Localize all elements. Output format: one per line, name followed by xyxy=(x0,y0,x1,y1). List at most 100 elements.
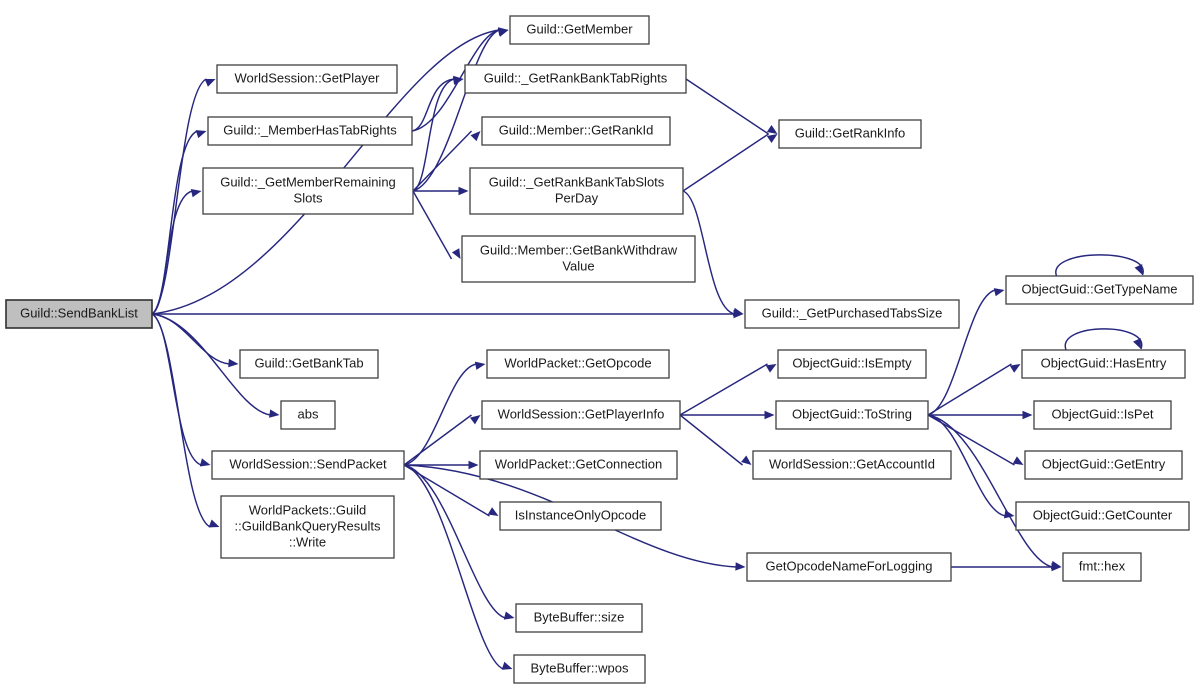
node-bytebuffersize[interactable]: ByteBuffer::size xyxy=(515,603,643,633)
node-label-getopcode: WorldPacket::GetOpcode xyxy=(504,355,651,370)
node-box-sendpacket[interactable] xyxy=(211,450,405,480)
node-isempty[interactable]: ObjectGuid::IsEmpty xyxy=(777,349,927,379)
node-getplayer[interactable]: WorldSession::GetPlayer xyxy=(216,64,398,94)
node-box-gettypename[interactable] xyxy=(1005,275,1194,305)
node-box-getpurchasedtabssize[interactable] xyxy=(744,299,960,329)
node-getpurchasedtabssize[interactable]: Guild::_GetPurchasedTabsSize xyxy=(744,299,960,329)
node-box-getmember[interactable] xyxy=(509,15,650,45)
node-label-getbanktab: Guild::GetBankTab xyxy=(254,355,363,370)
node-box-getplayer[interactable] xyxy=(216,64,398,94)
node-box-isempty[interactable] xyxy=(777,349,927,379)
node-hasentry[interactable]: ObjectGuid::HasEntry xyxy=(1021,349,1186,379)
node-isinstanceonlyopcode[interactable]: IsInstanceOnlyOpcode xyxy=(499,501,662,531)
node-label-memberhastabrights: Guild::_MemberHasTabRights xyxy=(223,122,397,137)
node-box-getmemberremainingslots[interactable] xyxy=(202,167,414,215)
edge-getrankbanktabslotsperday-to-getrankinfo xyxy=(682,133,778,192)
node-label-ispet: ObjectGuid::IsPet xyxy=(1052,406,1154,421)
node-label-bytebufferwpos: ByteBuffer::wpos xyxy=(530,660,629,675)
node-getbanktab[interactable]: Guild::GetBankTab xyxy=(239,349,379,379)
node-box-getbanktab[interactable] xyxy=(239,349,379,379)
node-sendbanklist[interactable]: Guild::SendBankList xyxy=(5,299,153,329)
node-getrankbanktabrights[interactable]: Guild::_GetRankBankTabRights xyxy=(464,64,687,94)
node-box-ispet[interactable] xyxy=(1033,400,1172,430)
node-getplayerinfo[interactable]: WorldSession::GetPlayerInfo xyxy=(481,400,681,430)
edge-sendbanklist-to-guildbankqueryresultswrite xyxy=(151,313,220,528)
node-box-getopcode[interactable] xyxy=(486,349,670,379)
edge-sendbanklist-to-getpurchasedtabssize xyxy=(152,309,744,319)
node-box-bytebufferwpos[interactable] xyxy=(513,654,646,684)
edge-sendpacket-to-getplayerinfo xyxy=(403,414,481,466)
node-box-getcounter[interactable] xyxy=(1015,501,1190,531)
node-box-getrankid[interactable] xyxy=(481,116,671,146)
node-gettypename[interactable]: ObjectGuid::GetTypeName xyxy=(1005,275,1194,305)
edge-sendpacket-to-bytebuffersize xyxy=(403,464,515,620)
node-getaccountid[interactable]: WorldSession::GetAccountId xyxy=(752,450,952,480)
node-getopcodenameforlogging[interactable]: GetOpcodeNameForLogging xyxy=(746,552,952,582)
node-getconnection[interactable]: WorldPacket::GetConnection xyxy=(479,450,678,480)
node-label-sendpacket: WorldSession::SendPacket xyxy=(229,456,387,471)
node-label-getplayerinfo: WorldSession::GetPlayerInfo xyxy=(498,406,665,421)
node-box-guildbankqueryresultswrite[interactable] xyxy=(220,495,395,559)
node-getmember[interactable]: Guild::GetMember xyxy=(509,15,650,45)
node-label-getrankid: Guild::Member::GetRankId xyxy=(499,122,654,137)
node-box-sendbanklist[interactable] xyxy=(5,299,153,329)
node-label-getbankwithdrawvalue: Guild::Member::GetBankWithdraw xyxy=(480,242,678,257)
node-bytebufferwpos[interactable]: ByteBuffer::wpos xyxy=(513,654,646,684)
node-box-getaccountid[interactable] xyxy=(752,450,952,480)
node-box-fmthex[interactable] xyxy=(1062,552,1142,582)
node-label-hasentry: ObjectGuid::HasEntry xyxy=(1041,355,1167,370)
node-guildbankqueryresultswrite[interactable]: WorldPackets::Guild::GuildBankQueryResul… xyxy=(220,495,395,559)
node-label-getmember: Guild::GetMember xyxy=(526,21,633,36)
node-ispet[interactable]: ObjectGuid::IsPet xyxy=(1033,400,1172,430)
edge-tostring-to-gettypename xyxy=(927,288,1005,416)
edge-sendbanklist-to-memberhastabrights xyxy=(151,130,207,315)
edge-sendbanklist-to-getmemberremainingslots xyxy=(151,189,202,315)
node-box-abs[interactable] xyxy=(280,400,336,430)
node-box-bytebuffersize[interactable] xyxy=(515,603,643,633)
node-layer: Guild::SendBankList Guild::GetMemberWorld… xyxy=(5,15,1194,684)
edge-gettypename-to-gettypename xyxy=(1055,254,1144,277)
node-box-memberhastabrights[interactable] xyxy=(207,116,413,146)
node-sendpacket[interactable]: WorldSession::SendPacket xyxy=(211,450,405,480)
node-box-getrankinfo[interactable] xyxy=(778,119,922,149)
node-tostring[interactable]: ObjectGuid::ToString xyxy=(775,400,929,430)
node-label-getentry: ObjectGuid::GetEntry xyxy=(1042,456,1166,471)
node-label-getrankbanktabslotsperday: PerDay xyxy=(555,190,599,205)
edge-getrankbanktabrights-to-getrankinfo xyxy=(685,78,778,135)
edge-getrankbanktabslotsperday-to-getpurchasedtabssize xyxy=(682,190,744,316)
edge-getplayerinfo-to-tostring xyxy=(680,410,775,420)
node-box-hasentry[interactable] xyxy=(1021,349,1186,379)
node-fmthex[interactable]: fmt::hex xyxy=(1062,552,1142,582)
node-box-tostring[interactable] xyxy=(775,400,929,430)
node-box-getplayerinfo[interactable] xyxy=(481,400,681,430)
node-getentry[interactable]: ObjectGuid::GetEntry xyxy=(1024,450,1183,480)
node-box-isinstanceonlyopcode[interactable] xyxy=(499,501,662,531)
node-getrankinfo[interactable]: Guild::GetRankInfo xyxy=(778,119,922,149)
node-label-getmemberremainingslots: Guild::_GetMemberRemaining xyxy=(220,174,396,189)
node-getopcode[interactable]: WorldPacket::GetOpcode xyxy=(486,349,670,379)
node-label-guildbankqueryresultswrite: WorldPackets::Guild xyxy=(249,502,367,517)
node-box-getconnection[interactable] xyxy=(479,450,678,480)
node-label-getaccountid: WorldSession::GetAccountId xyxy=(769,456,935,471)
edge-tostring-to-ispet xyxy=(928,410,1033,420)
node-abs[interactable]: abs xyxy=(280,400,336,430)
edge-getmemberremainingslots-to-getrankid xyxy=(412,130,481,192)
node-memberhastabrights[interactable]: Guild::_MemberHasTabRights xyxy=(207,116,413,146)
node-getrankid[interactable]: Guild::Member::GetRankId xyxy=(481,116,671,146)
node-label-getrankbanktabrights: Guild::_GetRankBankTabRights xyxy=(484,70,668,85)
node-box-getopcodenameforlogging[interactable] xyxy=(746,552,952,582)
node-box-getrankbanktabslotsperday[interactable] xyxy=(469,167,684,215)
node-box-getrankbanktabrights[interactable] xyxy=(464,64,687,94)
node-box-getentry[interactable] xyxy=(1024,450,1183,480)
node-box-getbankwithdrawvalue[interactable] xyxy=(461,235,696,283)
edge-getplayerinfo-to-getaccountid xyxy=(679,414,752,466)
node-getcounter[interactable]: ObjectGuid::GetCounter xyxy=(1015,501,1190,531)
node-label-tostring: ObjectGuid::ToString xyxy=(792,406,912,421)
node-label-getrankbanktabslotsperday: Guild::_GetRankBankTabSlots xyxy=(489,174,665,189)
edge-getopcodenameforlogging-to-fmthex xyxy=(951,562,1062,572)
